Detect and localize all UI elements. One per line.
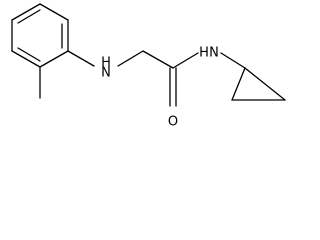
methylene-to-carbonyl-bond — [142, 50, 174, 69]
ring-double-bond-1 — [17, 9, 41, 24]
cyclopropyl-bond-1 — [231, 67, 246, 101]
amine-nh-label: H N — [101, 56, 111, 81]
ring-bond-1 — [11, 3, 41, 21]
amide-h-text: H — [199, 46, 209, 61]
structure-canvas: H N H N O — [0, 0, 290, 132]
amide-n-text: N — [209, 46, 219, 61]
ring-bond-5 — [11, 50, 41, 68]
benzene-ring — [11, 3, 69, 68]
ring-bond-4 — [39, 50, 69, 68]
ring-to-amine-bond — [67, 50, 95, 67]
ring-bond-2 — [39, 3, 69, 21]
cyclopropyl-bond-3 — [244, 67, 286, 101]
carbonyl-to-amide-bond — [172, 52, 199, 69]
carbonyl-o-text: O — [168, 115, 178, 130]
amine-to-methylene-bond — [117, 50, 144, 67]
amine-h-text: H — [101, 56, 111, 71]
ring-double-bond-3 — [17, 47, 41, 62]
amide-to-cyclopropyl-bond — [220, 52, 246, 69]
cyclopropyl-ring — [231, 67, 286, 101]
amine-n-text: N — [101, 66, 111, 81]
molecule-structure: H N H N O — [11, 3, 286, 130]
